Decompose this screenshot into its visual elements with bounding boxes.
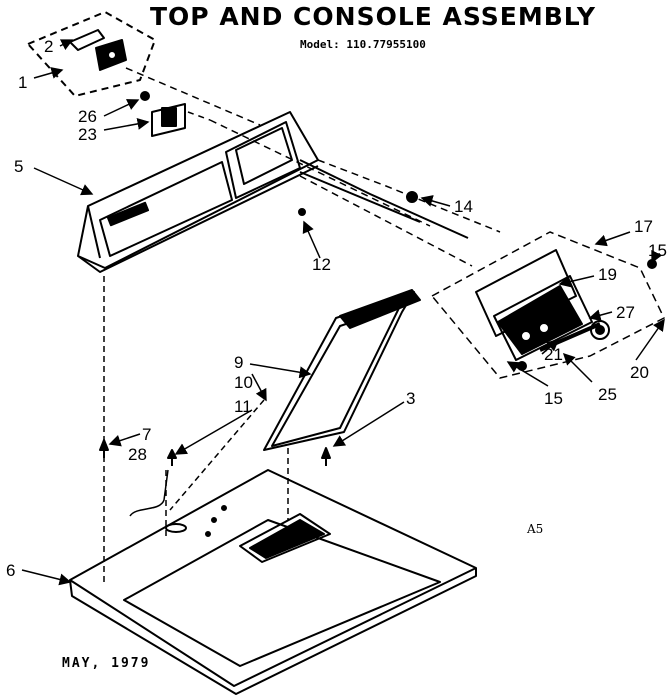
drawing-code: A5: [527, 522, 544, 536]
callout-19: 19: [598, 265, 617, 284]
callout-21: 21: [544, 345, 563, 364]
model-number: Model: 110.77955100: [300, 38, 426, 51]
callout-23: 23: [78, 125, 97, 144]
callout-26: 26: [78, 107, 97, 126]
drawing-date: MAY, 1979: [62, 656, 151, 671]
callout-15b: 15: [544, 389, 563, 408]
callout-3: 3: [406, 389, 415, 408]
callout-6: 6: [6, 561, 15, 580]
callout-1: 1: [18, 73, 27, 92]
callout-labels: 1 2 26 23 5 14 12 17 15 19 27 20 21 25 1…: [6, 37, 667, 580]
callout-14: 14: [454, 197, 473, 216]
callout-2: 2: [44, 37, 53, 56]
part-17-control-panel-assembly: [431, 231, 665, 379]
callout-12: 12: [312, 255, 331, 274]
top-rail: [209, 119, 501, 267]
part-9-end-cap: [263, 289, 421, 451]
callout-9: 9: [234, 353, 243, 372]
callout-25: 25: [598, 385, 617, 404]
callout-27: 27: [616, 303, 635, 322]
part-28-wire: [129, 469, 169, 517]
part-5-console: [77, 111, 319, 273]
callout-15a: 15: [648, 241, 667, 260]
callout-17: 17: [634, 217, 653, 236]
part-14-screw: [406, 191, 418, 203]
callout-10: 10: [234, 373, 253, 392]
callout-28: 28: [128, 445, 147, 464]
part-12-screw: [298, 208, 306, 216]
callout-7: 7: [142, 425, 151, 444]
callout-20: 20: [630, 363, 649, 382]
part-1-bracket-assembly: [27, 11, 156, 97]
callout-11: 11: [234, 397, 252, 416]
diagram-title: TOP AND CONSOLE ASSEMBLY: [150, 2, 596, 31]
part-23-switch: [140, 91, 211, 137]
callout-5: 5: [14, 157, 23, 176]
part-6-top: [69, 469, 477, 695]
